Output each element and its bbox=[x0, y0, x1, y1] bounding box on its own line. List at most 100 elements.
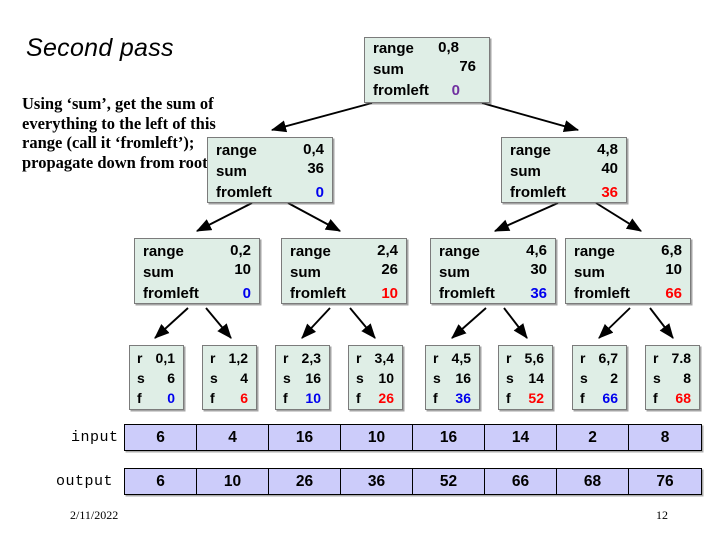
input-cell[interactable]: 8 bbox=[660, 428, 670, 446]
output-cell[interactable]: 6 bbox=[125, 469, 197, 494]
node-row-fromleft: fromleft 66 bbox=[566, 283, 690, 304]
input-cell[interactable]: 6 bbox=[125, 425, 197, 450]
node-value-sum: 2 bbox=[610, 370, 618, 386]
tree-node-root[interactable]: range 0,8 sum 76 fromleft 0 bbox=[364, 37, 490, 103]
node-row-sum: s 10 bbox=[349, 368, 402, 388]
node-label-range: range bbox=[216, 142, 257, 159]
node-value-sum: 76 bbox=[459, 58, 476, 75]
tree-leaf-1[interactable]: r 1,2 s 4 f 6 bbox=[202, 345, 257, 410]
node-row-sum: s 14 bbox=[499, 368, 552, 388]
input-cell[interactable]: 14 bbox=[485, 425, 557, 450]
node-label-range: r bbox=[506, 350, 512, 366]
input-cell[interactable]: 2 bbox=[557, 425, 629, 450]
tree-leaf-6[interactable]: r 6,7 s 2 f 66 bbox=[572, 345, 627, 410]
output-cell[interactable]: 26 bbox=[269, 469, 341, 494]
tree-leaf-5[interactable]: r 5,6 s 14 f 52 bbox=[498, 345, 553, 410]
node-label-sum: s bbox=[210, 370, 218, 386]
node-label-fromleft: fromleft bbox=[290, 285, 346, 302]
tree-leaf-4[interactable]: r 4,5 s 16 f 36 bbox=[425, 345, 480, 410]
node-value-sum: 14 bbox=[528, 370, 544, 386]
node-value-range: 3,4 bbox=[374, 350, 394, 366]
input-cell[interactable]: 16 bbox=[413, 425, 485, 450]
node-row-range: range 4,8 bbox=[502, 140, 626, 161]
tree-leaf-3[interactable]: r 3,4 s 10 f 26 bbox=[348, 345, 403, 410]
node-row-range: r 4,5 bbox=[426, 348, 479, 368]
tree-node-l3-1[interactable]: range 2,4 sum 26 fromleft 10 bbox=[281, 238, 407, 304]
node-value-fromleft: 36 bbox=[455, 390, 471, 406]
node-label-fromleft: f bbox=[580, 390, 585, 406]
node-label-fromleft: fromleft bbox=[574, 285, 630, 302]
node-row-sum: sum 36 bbox=[208, 160, 332, 182]
node-value-fromleft: 10 bbox=[381, 285, 398, 302]
node-row-fromleft: fromleft 0 bbox=[135, 283, 259, 304]
node-row-fromleft: fromleft 0 bbox=[208, 182, 332, 203]
node-value-fromleft: 66 bbox=[665, 285, 682, 302]
node-value-fromleft: 36 bbox=[601, 184, 618, 201]
node-label-fromleft: fromleft bbox=[510, 184, 566, 201]
node-row-fromleft: fromleft 36 bbox=[431, 283, 555, 304]
tree-node-l3-2[interactable]: range 4,6 sum 30 fromleft 36 bbox=[430, 238, 556, 304]
output-cell[interactable]: 52 bbox=[413, 469, 485, 494]
node-row-fromleft: fromleft 36 bbox=[502, 182, 626, 203]
node-row-sum: sum 40 bbox=[502, 160, 626, 182]
node-value-sum: 16 bbox=[305, 370, 321, 386]
tree-leaf-7[interactable]: r 7.8 s 8 f 68 bbox=[645, 345, 700, 410]
output-array-row[interactable]: 6 10 26 36 52 66 68 76 bbox=[124, 468, 702, 495]
node-value-range: 1,2 bbox=[228, 350, 248, 366]
node-value-sum: 16 bbox=[455, 370, 471, 386]
node-label-sum: sum bbox=[510, 163, 541, 180]
node-value-fromleft: 0 bbox=[167, 390, 175, 406]
node-value-range: 5,6 bbox=[524, 350, 544, 366]
node-value-sum: 8 bbox=[683, 370, 691, 386]
node-label-range: r bbox=[210, 350, 216, 366]
page-title: Second pass bbox=[26, 34, 174, 62]
node-label-range: range bbox=[439, 243, 480, 260]
output-cell[interactable]: 10 bbox=[197, 469, 269, 494]
tree-node-l3-0[interactable]: range 0,2 sum 10 fromleft 0 bbox=[134, 238, 260, 304]
node-row-sum: sum 26 bbox=[282, 261, 406, 283]
node-row-range: range 0,2 bbox=[135, 241, 259, 262]
node-value-fromleft: 26 bbox=[378, 390, 394, 406]
node-row-range: range 2,4 bbox=[282, 241, 406, 262]
node-label-sum: s bbox=[137, 370, 145, 386]
node-value-fromleft: 36 bbox=[530, 285, 547, 302]
input-cell[interactable]: 16 bbox=[269, 425, 341, 450]
node-label-fromleft: fromleft bbox=[216, 184, 272, 201]
input-cell[interactable]: 10 bbox=[341, 425, 413, 450]
node-value-fromleft: 0 bbox=[315, 184, 324, 201]
node-value-sum: 26 bbox=[381, 261, 398, 278]
node-value-sum: 36 bbox=[307, 160, 324, 177]
node-row-range: r 7.8 bbox=[646, 348, 699, 368]
tree-node-l2-0[interactable]: range 0,4 sum 36 fromleft 0 bbox=[207, 137, 333, 203]
node-label-fromleft: f bbox=[210, 390, 215, 406]
node-row-fromleft: f 6 bbox=[203, 388, 256, 408]
tree-leaf-2[interactable]: r 2,3 s 16 f 10 bbox=[275, 345, 330, 410]
output-cell[interactable]: 76 bbox=[656, 472, 674, 490]
node-label-sum: s bbox=[580, 370, 588, 386]
input-cell[interactable]: 4 bbox=[197, 425, 269, 450]
node-label-sum: s bbox=[356, 370, 364, 386]
tree-node-l3-3[interactable]: range 6,8 sum 10 fromleft 66 bbox=[565, 238, 691, 304]
node-label-range: r bbox=[653, 350, 659, 366]
node-row-range: r 6,7 bbox=[573, 348, 626, 368]
node-label-range: range bbox=[143, 243, 184, 260]
output-row-label: output bbox=[56, 473, 114, 490]
node-row-sum: sum 30 bbox=[431, 261, 555, 283]
output-cell[interactable]: 66 bbox=[485, 469, 557, 494]
node-row-range: r 2,3 bbox=[276, 348, 329, 368]
node-row-sum: s 16 bbox=[276, 368, 329, 388]
node-label-sum: sum bbox=[439, 264, 470, 281]
node-value-range: 4,8 bbox=[597, 141, 618, 158]
node-label-sum: sum bbox=[216, 163, 247, 180]
tree-node-l2-1[interactable]: range 4,8 sum 40 fromleft 36 bbox=[501, 137, 627, 203]
node-value-sum: 6 bbox=[167, 370, 175, 386]
node-label-fromleft: f bbox=[356, 390, 361, 406]
node-value-sum: 10 bbox=[378, 370, 394, 386]
node-row-fromleft: f 36 bbox=[426, 388, 479, 408]
output-cell[interactable]: 68 bbox=[557, 469, 629, 494]
output-cell[interactable]: 36 bbox=[341, 469, 413, 494]
input-array-row[interactable]: 6 4 16 10 16 14 2 8 bbox=[124, 424, 702, 451]
tree-leaf-0[interactable]: r 0,1 s 6 f 0 bbox=[129, 345, 184, 410]
node-row-range: r 0,1 bbox=[130, 348, 183, 368]
